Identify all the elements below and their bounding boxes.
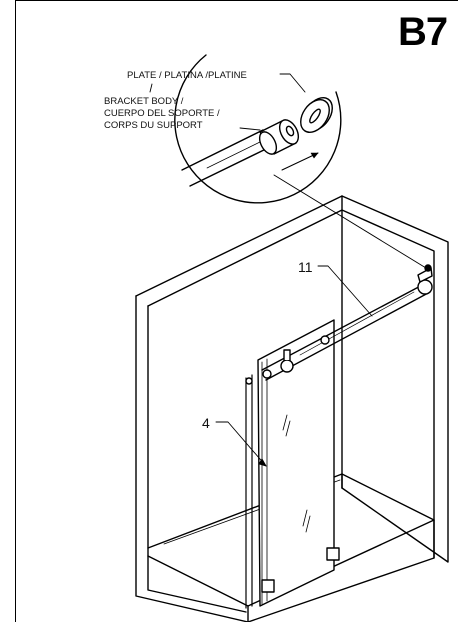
detail-arrow (281, 152, 319, 171)
detail-rail-top (181, 129, 264, 171)
roller-right (320, 335, 330, 345)
page-frame (15, 0, 458, 622)
callout-leaders (149, 73, 306, 131)
bracket-callout-line-1: BRACKET BODY / (104, 96, 184, 107)
wall-bracket-left (245, 377, 253, 385)
part-leaders (215, 265, 373, 467)
detail-magnifier (174, 54, 342, 204)
part-number-door: 4 (202, 415, 210, 431)
step-label: B7 (398, 10, 448, 54)
part-number-rail: 11 (298, 259, 313, 275)
roller-left (280, 359, 294, 373)
bracket-callout-line-2: CUERPO DEL SOPORTE / (104, 108, 220, 119)
shower-enclosure (135, 195, 449, 622)
detail-rail-bottom (189, 146, 271, 187)
detail-pointer-line (273, 174, 427, 269)
left-wall (135, 295, 249, 622)
detail-bracket-body (258, 119, 300, 155)
bottom-guide-right (326, 547, 340, 561)
bottom-guide-left (261, 579, 275, 593)
plate-callout: PLATE / PLATINA /PLATINE (127, 70, 247, 81)
wall-bracket-right (417, 264, 433, 295)
wall-outer (135, 195, 449, 563)
bracket-callout-line-3: CORPS DU SUPPORT (104, 120, 203, 131)
sliding-door (257, 319, 335, 607)
detail-plate (300, 97, 333, 133)
inner-wall-edge (147, 209, 435, 559)
